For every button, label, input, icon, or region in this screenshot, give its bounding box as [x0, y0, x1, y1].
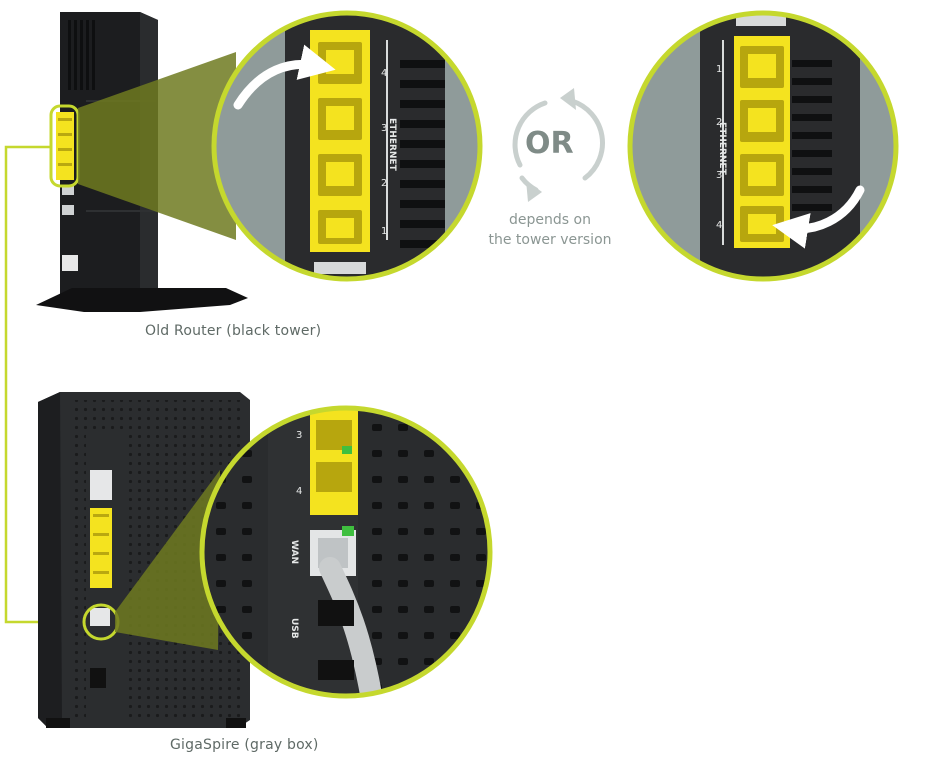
zoom-left-ports — [211, 10, 483, 282]
insert-arrow-left — [233, 44, 336, 110]
depends-note-line1: depends on — [509, 212, 591, 228]
or-label: OR — [525, 126, 574, 161]
gigaspire-wan-port — [90, 608, 110, 626]
zoom-giga-usb-label: USB — [289, 618, 299, 639]
zoom-left-port-1: 1 — [381, 226, 387, 237]
zoom-right-port-2: 2 — [716, 117, 722, 128]
zoom-right-ethernet-label: ETHERNET — [717, 122, 727, 176]
depends-note: depends on the tower version — [470, 210, 630, 250]
zoom-right-ports — [627, 10, 899, 282]
zoom-left-port-4: 4 — [381, 68, 387, 79]
insert-arrow-right — [772, 185, 865, 249]
zoom-cone-gigaspire — [115, 470, 220, 650]
zoom-giga-port-4: 4 — [296, 486, 302, 497]
gigaspire-caption: GigaSpire (gray box) — [170, 737, 319, 753]
zoom-right-port-3: 3 — [716, 170, 722, 181]
zoom-giga-port-3: 3 — [296, 430, 302, 441]
zoom-giga-wan-label: WAN — [289, 540, 299, 564]
zoom-gigaspire-wan — [199, 405, 493, 699]
or-cycle-icon — [512, 88, 605, 202]
zoom-left-port-3: 3 — [381, 123, 387, 134]
depends-note-line2: the tower version — [488, 232, 612, 248]
zoom-left-ethernet-label: ETHERNET — [387, 118, 397, 172]
zoom-cone-old-router — [78, 52, 236, 240]
zoom-right-port-1: 1 — [716, 64, 722, 75]
zoom-right-port-4: 4 — [716, 220, 722, 231]
zoom-left-port-2: 2 — [381, 178, 387, 189]
old-router-ethernet-ports — [56, 112, 74, 180]
old-router-caption: Old Router (black tower) — [145, 323, 322, 339]
